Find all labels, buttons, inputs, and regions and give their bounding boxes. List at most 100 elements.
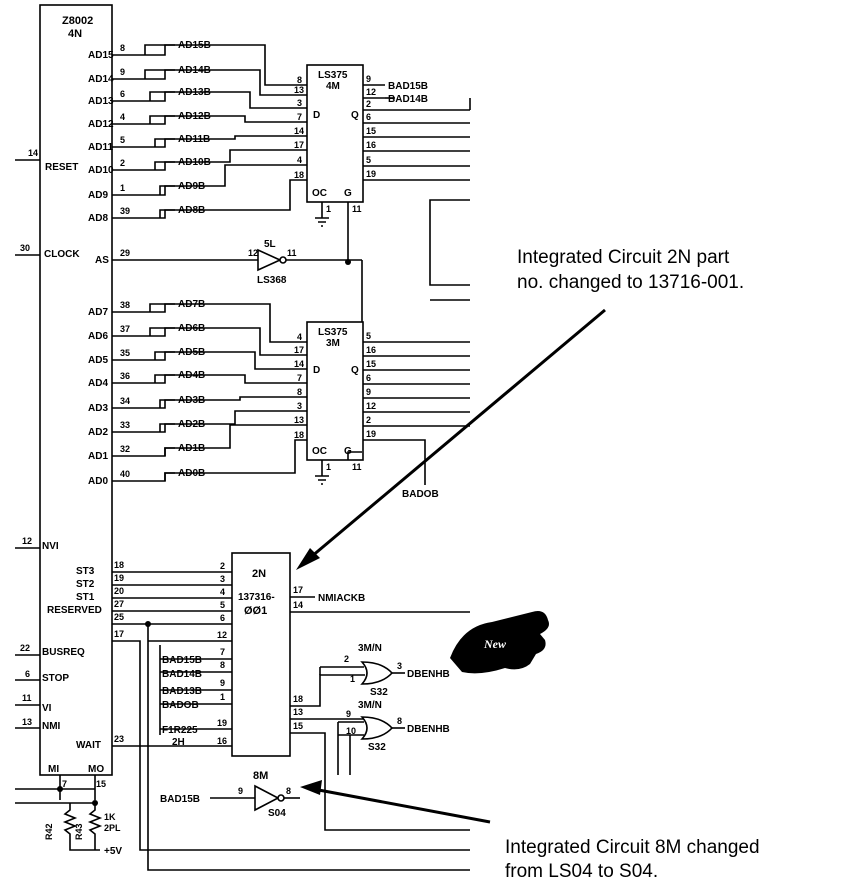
- svg-text:1: 1: [350, 674, 355, 684]
- pin-busreq-label: BUSREQ: [42, 647, 85, 658]
- pin-ad12-num: 4: [120, 112, 125, 122]
- svg-text:30: 30: [20, 243, 30, 253]
- pin-ad4-num: 36: [120, 371, 130, 381]
- z8002-bottom-pins: MI MO 7 15 R42 R43 1K 2PL +5V: [15, 764, 122, 857]
- pin-ad7-label: AD7: [88, 307, 108, 318]
- gate-b-part: S32: [368, 742, 386, 753]
- callout-2n-line1: Integrated Circuit 2N part: [517, 247, 730, 268]
- svg-text:22: 22: [20, 643, 30, 653]
- callout-arrows: [296, 308, 606, 824]
- svg-text:5: 5: [366, 331, 371, 341]
- svg-text:19: 19: [217, 718, 227, 728]
- pin-ad2-num: 33: [120, 420, 130, 430]
- svg-text:3: 3: [220, 574, 225, 584]
- as-buffer-5l: 12 11 5L LS368: [112, 239, 363, 452]
- net-nmiackb: NMIACKB: [318, 593, 365, 604]
- svg-text:3: 3: [297, 98, 302, 108]
- supply-5v: +5V: [104, 846, 122, 857]
- pin-ad9-label: AD9: [88, 190, 108, 201]
- svg-text:4: 4: [220, 587, 225, 597]
- svg-text:17: 17: [294, 345, 304, 355]
- svg-text:7: 7: [297, 373, 302, 383]
- ls375-3m-oc: OC: [312, 446, 327, 457]
- ls375-4m-q: Q: [351, 110, 359, 121]
- pin-ad10-label: AD10: [88, 165, 114, 176]
- address-wires-high: AD15B AD14B AD13B AD12B AD11B AD10B AD9B…: [112, 40, 307, 219]
- svg-text:6: 6: [220, 613, 225, 623]
- svg-text:14: 14: [294, 126, 304, 136]
- svg-text:14: 14: [294, 359, 304, 369]
- pin-ad6-num: 37: [120, 324, 130, 334]
- gate-b-ref: 3M/N: [358, 700, 382, 711]
- net-bad14b-out: BAD14B: [388, 94, 428, 105]
- or-gate-a: 2 1 3 DBENHB 3M/N S32: [319, 643, 450, 698]
- pin-mo-label: MO: [88, 764, 104, 775]
- pin-ad12-label: AD12: [88, 119, 114, 130]
- pin-ad15-num: 8: [120, 43, 125, 53]
- svg-text:13: 13: [294, 415, 304, 425]
- net-2n-f1r225: F1R225: [162, 725, 198, 736]
- callout-2n-line2: no. changed to 13716-001.: [517, 272, 744, 293]
- inverter-8m-ref: 8M: [253, 770, 268, 782]
- z8002-status-pins: ST3 18 ST2 19 ST1 20 RESERVED 27 25 17 W…: [47, 560, 470, 871]
- svg-text:13: 13: [22, 717, 32, 727]
- pin-as-label: AS: [95, 255, 109, 266]
- z8002-title: Z8002: [62, 15, 93, 27]
- net-2n-badob: BADOB: [162, 700, 199, 711]
- pin-reset-label: RESET: [45, 162, 78, 173]
- ls375-3m-ref: 3M: [326, 338, 340, 349]
- ic-2n-part: 137316-: [238, 592, 275, 603]
- net-bad15b-out: BAD15B: [388, 81, 428, 92]
- svg-text:8: 8: [286, 786, 291, 796]
- pin-mi-label: MI: [48, 764, 59, 775]
- buffer-5l-part: LS368: [257, 275, 287, 286]
- resistor-2pl: 2PL: [104, 823, 121, 833]
- pin-ad13-num: 6: [120, 89, 125, 99]
- svg-text:3: 3: [397, 661, 402, 671]
- svg-text:1: 1: [220, 692, 225, 702]
- svg-text:14: 14: [293, 600, 303, 610]
- pin-ad7-num: 38: [120, 300, 130, 310]
- svg-text:19: 19: [114, 573, 124, 583]
- pin-clock-label: CLOCK: [44, 249, 80, 260]
- svg-text:8: 8: [297, 75, 302, 85]
- svg-text:9: 9: [220, 678, 225, 688]
- pin-nmi-label: NMI: [42, 721, 61, 732]
- svg-text:2: 2: [344, 654, 349, 664]
- net-8m-in: BAD15B: [160, 794, 200, 805]
- pin-wait-label: WAIT: [76, 740, 101, 751]
- svg-text:1: 1: [326, 204, 331, 214]
- pin-st1-label: ST1: [76, 592, 95, 603]
- svg-text:19: 19: [366, 429, 376, 439]
- ls375-4m: LS375 4M D Q OC G 8 13 3 7 14 17 4 18 9 …: [294, 64, 471, 262]
- pin-ad0-label: AD0: [88, 476, 108, 487]
- ls375-3m: LS375 3M D Q OC G 4 17 14 7 8 3 13 18 5 …: [294, 321, 470, 500]
- svg-text:4: 4: [297, 332, 302, 342]
- net-badob: BADOB: [402, 489, 439, 500]
- pin-vi-label: VI: [42, 703, 52, 714]
- svg-text:7: 7: [297, 112, 302, 122]
- ic-2n-part2: ØØ1: [244, 605, 267, 617]
- svg-text:12: 12: [366, 87, 376, 97]
- svg-text:17: 17: [294, 140, 304, 150]
- net-dbenhb-b: DBENHB: [407, 724, 450, 735]
- new-badge-label: New: [483, 637, 507, 651]
- svg-text:11: 11: [22, 693, 32, 703]
- ls375-4m-ref: 4M: [326, 81, 340, 92]
- pin-as-num: 29: [120, 248, 130, 258]
- svg-text:18: 18: [114, 560, 124, 570]
- svg-text:3: 3: [297, 401, 302, 411]
- svg-text:12: 12: [217, 630, 227, 640]
- svg-text:8: 8: [220, 660, 225, 670]
- svg-text:19: 19: [366, 169, 376, 179]
- svg-text:14: 14: [28, 148, 38, 158]
- r43-value: 1K: [104, 812, 116, 822]
- svg-text:25: 25: [114, 612, 124, 622]
- svg-text:18: 18: [294, 170, 304, 180]
- pin-st3-label: ST3: [76, 566, 95, 577]
- pin-ad13-label: AD13: [88, 96, 114, 107]
- inverter-8m: BAD15B 9 8 8M S04: [160, 770, 300, 819]
- callout-8m: Integrated Circuit 8M changed from LS04 …: [505, 837, 760, 882]
- svg-text:2: 2: [366, 415, 371, 425]
- gate-a-ref: 3M/N: [358, 643, 382, 654]
